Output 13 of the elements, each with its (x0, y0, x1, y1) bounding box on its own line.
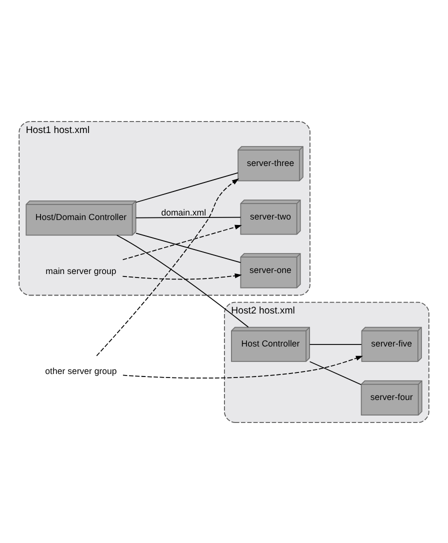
connector (309, 343, 362, 344)
arrow (96, 178, 240, 356)
connector (116, 234, 249, 328)
connector (135, 232, 242, 262)
connector (135, 216, 242, 218)
node-text: main server group (46, 265, 116, 276)
connector (135, 172, 238, 202)
arrow (122, 355, 363, 378)
connector (309, 360, 362, 385)
arrow (122, 272, 242, 280)
edge-label: domain.xml (161, 206, 206, 217)
arrow (122, 224, 242, 260)
node-text: other server group (45, 365, 117, 376)
